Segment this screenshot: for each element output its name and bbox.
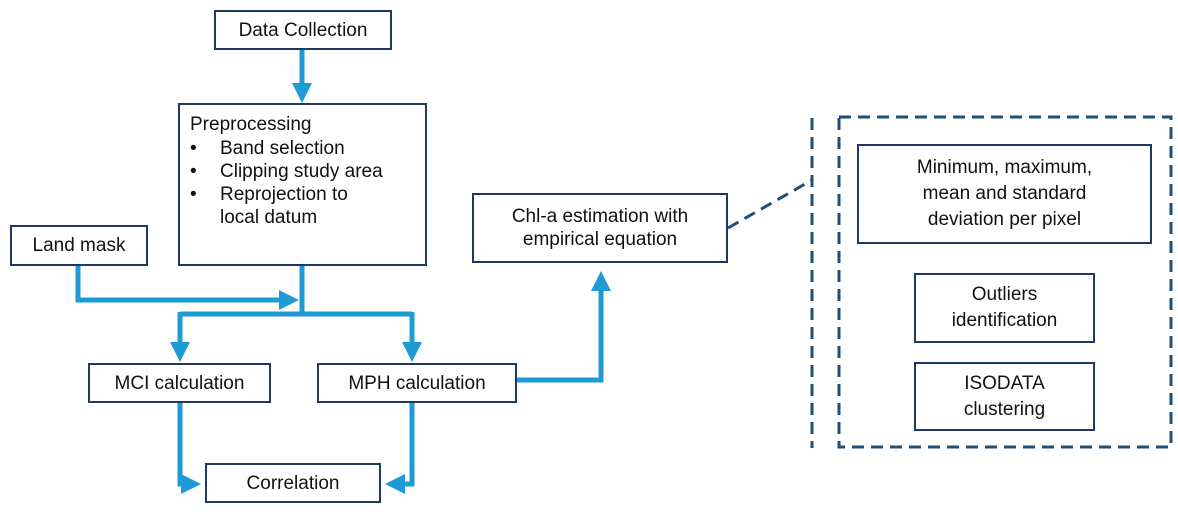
outliers-box: Outliers identification (914, 273, 1095, 343)
arrow-mph-to-correlation (384, 400, 415, 494)
mci-calculation-label: MCI calculation (114, 372, 245, 394)
data-collection-label: Data Collection (238, 19, 368, 41)
mph-calculation-label: MPH calculation (348, 372, 486, 394)
mci-calculation-box: MCI calculation (88, 363, 271, 403)
isodata-label: ISODATA clustering (963, 372, 1046, 420)
correlation-box: Correlation (205, 463, 381, 503)
isodata-box: ISODATA clustering (914, 362, 1095, 431)
preprocessing-box: Preprocessing Band selection Clipping st… (178, 103, 427, 266)
arrow-mph-to-chla (517, 270, 611, 383)
preprocessing-title: Preprocessing (190, 114, 312, 135)
chla-estimation-box: Chl-a estimation with empirical equation (472, 193, 728, 263)
preprocessing-list: Band selection Clipping study area Repro… (190, 137, 383, 229)
correlation-label: Correlation (246, 472, 340, 494)
arrow-mci-to-correlation (177, 400, 202, 494)
land-mask-label: Land mask (32, 235, 126, 256)
arrow-landmask-to-merge (75, 266, 300, 310)
mph-calculation-box: MPH calculation (317, 363, 517, 403)
dashed-link-chla-to-group (727, 178, 813, 230)
data-collection-box: Data Collection (214, 10, 392, 50)
dashed-group-frame (837, 115, 1173, 449)
stats-per-pixel-label: Minimum, maximum, mean and standard devi… (916, 157, 1093, 230)
land-mask-box: Land mask (10, 225, 148, 266)
preprocessing-item: Band selection (190, 137, 383, 160)
preprocessing-item: Clipping study area (190, 160, 383, 183)
stats-per-pixel-box: Minimum, maximum, mean and standard devi… (857, 144, 1152, 244)
chla-estimation-label: Chl-a estimation with empirical equation (511, 206, 689, 250)
preprocessing-item: Reprojection to local datum (190, 183, 383, 229)
outliers-label: Outliers identification (951, 284, 1058, 331)
